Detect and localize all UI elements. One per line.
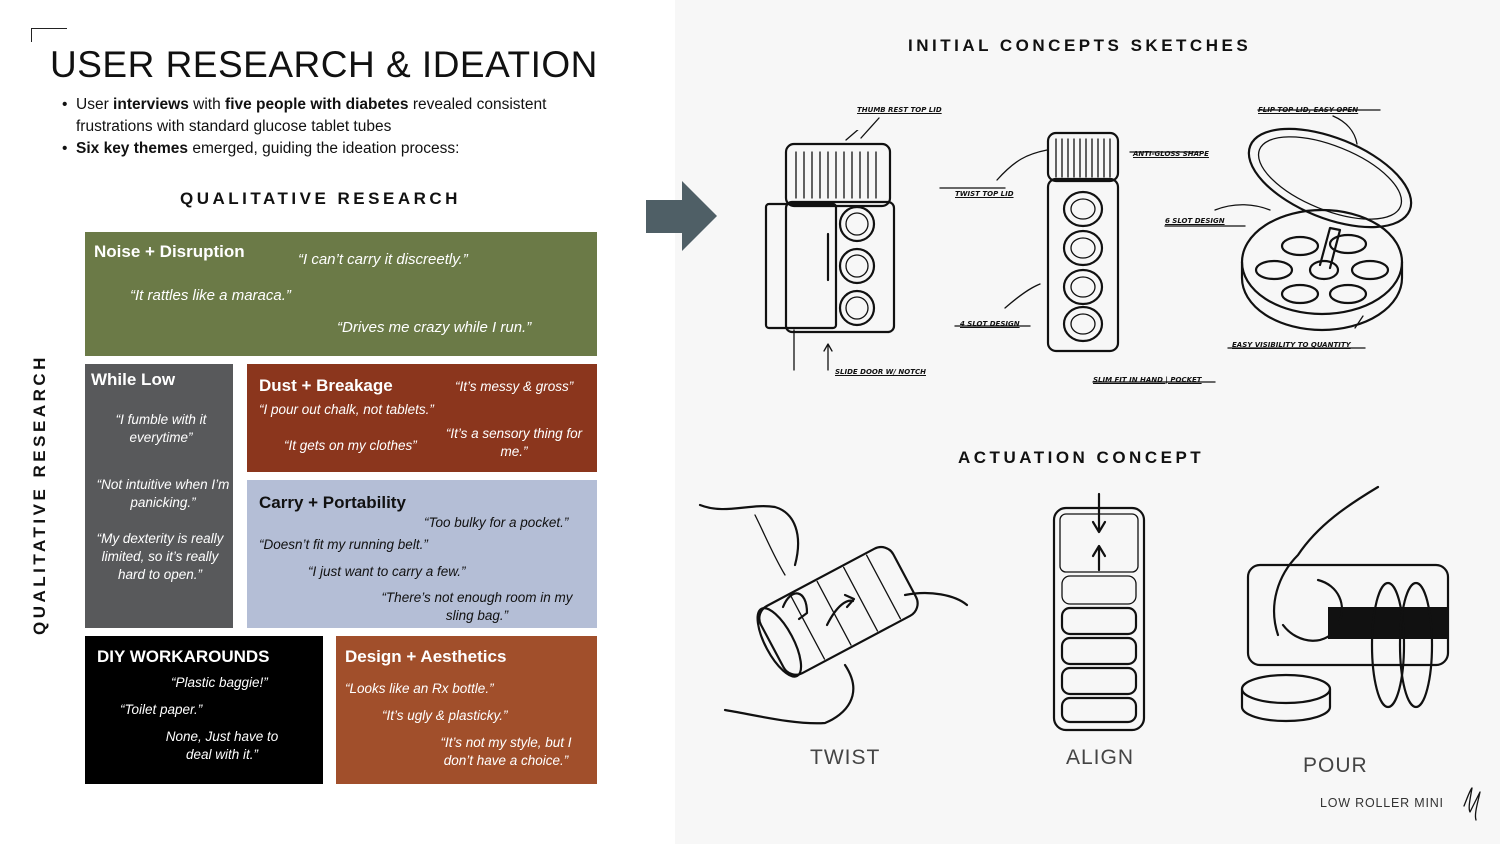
note-4-slot: 4 SLOT DESIGN: [960, 320, 1020, 328]
sketch-slide-door-case: [764, 130, 896, 371]
signature-icon: [1463, 787, 1481, 821]
corner-mark: [31, 28, 67, 42]
theme-quote: “There’s not enough room in my sling bag…: [381, 590, 573, 623]
qualitative-research-heading: QUALITATIVE RESEARCH: [180, 189, 461, 208]
sketch-round-flip-top: [1240, 127, 1413, 332]
theme-quote: “It gets on my clothes”: [284, 438, 417, 453]
theme-quote: “Not intuitive when I’m panicking.”: [96, 477, 230, 510]
theme-quote: “My dexterity is really limited, so it’s…: [96, 531, 224, 582]
theme-design-aesthetics: Design + Aesthetics “Looks like an Rx bo…: [336, 636, 597, 784]
bullet-bold: interviews: [113, 96, 189, 113]
theme-quote: “It’s a sensory thing for me.”: [445, 426, 583, 459]
intro-bullets: User interviews with five people with di…: [62, 94, 622, 160]
brand-footer: LOW ROLLER MINI: [1320, 796, 1444, 810]
theme-carry-portability: Carry + Portability “Too bulky for a poc…: [247, 480, 597, 628]
actuation-concept-heading: ACTUATION CONCEPT: [958, 448, 1205, 467]
page-title: USER RESEARCH & IDEATION: [50, 44, 598, 85]
theme-quote: “Drives me crazy while I run.”: [337, 319, 532, 336]
theme-while-low: While Low “I fumble with it everytime” “…: [85, 364, 233, 628]
theme-title: Noise + Disruption: [94, 242, 245, 261]
theme-title: DIY WORKAROUNDS: [97, 647, 270, 666]
bullet-text: revealed consistent frustrations with st…: [76, 96, 547, 135]
theme-diy-workarounds: DIY WORKAROUNDS “Plastic baggie!” “Toile…: [85, 636, 323, 784]
theme-title: Dust + Breakage: [259, 376, 393, 395]
right-arrow-icon: [646, 181, 717, 251]
bullet-text: emerged, guiding the ideation process:: [188, 140, 460, 157]
theme-quote: “It’s ugly & plasticky.”: [382, 708, 508, 723]
theme-quote: “I pour out chalk, not tablets.”: [259, 402, 434, 417]
note-slim-fit: SLIM FIT IN HAND | POCKET: [1093, 376, 1202, 384]
bullet-themes: Six key themes emerged, guiding the idea…: [62, 138, 622, 160]
actuation-label-align: ALIGN: [1066, 746, 1135, 769]
theme-quote: “Toilet paper.”: [120, 702, 203, 717]
sketch-align: [1052, 492, 1146, 732]
initial-concepts-heading: INITIAL CONCEPTS SKETCHES: [908, 36, 1252, 55]
note-anti-gloss-shape: ANTI-GLOSS SHAPE: [1133, 150, 1209, 158]
theme-noise-disruption: Noise + Disruption “I can’t carry it dis…: [85, 232, 597, 356]
right-panel: [675, 0, 1500, 844]
theme-title: Design + Aesthetics: [345, 647, 507, 666]
sketch-twist: [698, 503, 969, 725]
note-thumb-rest: THUMB REST TOP LID: [857, 106, 942, 114]
sketch-leader-lines: [860, 109, 1381, 383]
note-slide-door: SLIDE DOOR W/ NOTCH: [835, 368, 926, 376]
theme-quote: “It rattles like a maraca.”: [130, 287, 291, 304]
theme-quote: “I fumble with it everytime”: [115, 412, 207, 445]
actuation-label-pour: POUR: [1303, 754, 1368, 777]
theme-quote: “I just want to carry a few.”: [308, 564, 466, 579]
sketch-pour: [1240, 485, 1450, 723]
note-flip-top: FLIP TOP LID, EASY OPEN: [1258, 106, 1359, 114]
bullet-interviews: User interviews with five people with di…: [62, 94, 622, 138]
theme-quote: “It’s messy & gross”: [455, 379, 574, 394]
bullet-text: User: [76, 96, 114, 113]
bullet-text: with: [188, 96, 226, 113]
actuation-label-twist: TWIST: [810, 746, 881, 769]
theme-quote: “Plastic baggie!”: [171, 675, 268, 690]
bullet-bold: five people with diabetes: [225, 96, 409, 113]
theme-title: While Low: [91, 370, 176, 389]
note-6-slot: 6 SLOT DESIGN: [1165, 217, 1225, 225]
qualitative-research-vertical-label: QUALITATIVE RESEARCH: [30, 354, 49, 635]
theme-quote: None, Just have to deal with it.”: [165, 729, 279, 762]
theme-quote: “Too bulky for a pocket.”: [424, 515, 569, 530]
theme-quote: “Doesn’t fit my running belt.”: [259, 537, 428, 552]
theme-quote: “It’s not my style, but I don’t have a c…: [440, 735, 572, 768]
theme-quote: “Looks like an Rx bottle.”: [345, 681, 494, 696]
theme-dust-breakage: Dust + Breakage “It’s messy & gross” “I …: [247, 364, 597, 472]
bullet-bold: Six key themes: [76, 140, 189, 157]
theme-title: Carry + Portability: [259, 493, 406, 512]
note-easy-visibility: EASY VISIBILITY TO QUANTITY: [1232, 341, 1351, 349]
theme-quote: “I can’t carry it discreetly.”: [298, 251, 468, 268]
sketch-slim-tube: [1046, 131, 1120, 353]
note-twist-top: TWIST TOP LID: [955, 190, 1014, 198]
